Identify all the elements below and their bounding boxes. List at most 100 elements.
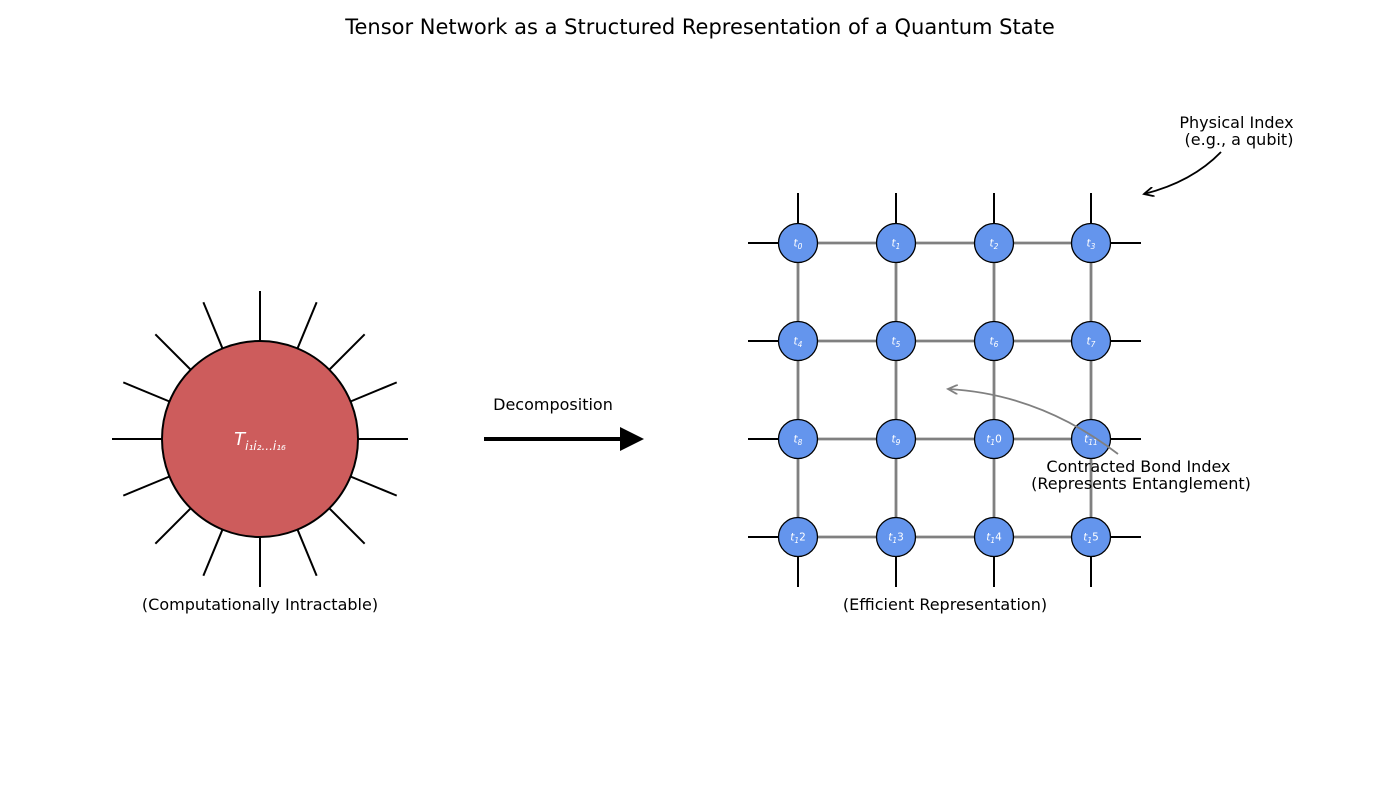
tensor-node-circle bbox=[973, 516, 1015, 558]
tensor-node-circle bbox=[875, 320, 917, 362]
tensor-node-circle bbox=[973, 320, 1015, 362]
big-tensor-leg bbox=[327, 333, 366, 372]
big-tensor-leg bbox=[154, 333, 193, 372]
diagram-title: Tensor Network as a Structured Represent… bbox=[344, 15, 1055, 39]
tensor-node: t6 bbox=[973, 320, 1015, 362]
tensor-node-suffix: 2 bbox=[799, 532, 806, 544]
tensor-node-circle bbox=[1070, 222, 1112, 264]
bond-index-annotation: Contracted Bond Index (Represents Entang… bbox=[1031, 457, 1251, 493]
tensor-node-circle bbox=[1070, 516, 1112, 558]
tensor-node-label: t13 bbox=[888, 532, 904, 546]
tensor-node-label: t0 bbox=[794, 238, 803, 252]
tensor-node-subscript: 1 bbox=[794, 536, 799, 545]
tensor-node-label: t9 bbox=[892, 434, 901, 448]
big-tensor-subscript: i₁i₂...i₁₆ bbox=[245, 439, 286, 453]
tensor-node-symbol: t bbox=[892, 238, 897, 250]
tensor-node-symbol: t bbox=[986, 434, 991, 446]
tensor-node-subscript: 11 bbox=[1088, 438, 1098, 447]
tensor-node: t3 bbox=[1070, 222, 1112, 264]
big-tensor-leg bbox=[327, 506, 366, 545]
big-tensor-leg bbox=[122, 381, 172, 404]
tensor-node-suffix: 3 bbox=[897, 532, 904, 544]
physical-index-arrow bbox=[1144, 151, 1222, 194]
tensor-node-circle bbox=[875, 222, 917, 264]
big-tensor-caption: (Computationally Intractable) bbox=[142, 595, 378, 614]
tensor-node-subscript: 5 bbox=[896, 340, 901, 349]
tensor-node-label: t7 bbox=[1087, 336, 1096, 350]
tensor-node: t5 bbox=[875, 320, 917, 362]
tensor-node-subscript: 1 bbox=[896, 242, 901, 251]
tensor-node-label: t8 bbox=[794, 434, 803, 448]
tensor-node-subscript: 6 bbox=[994, 340, 999, 349]
tensor-node-label: t10 bbox=[986, 434, 1002, 448]
tensor-node-label: t15 bbox=[1083, 532, 1099, 546]
tensor-node-label: t11 bbox=[1084, 434, 1098, 448]
tensor-node: t12 bbox=[777, 516, 819, 558]
big-tensor-leg bbox=[348, 474, 398, 497]
tensor-node-subscript: 3 bbox=[1091, 242, 1096, 251]
bond-index-line1: Contracted Bond Index bbox=[1046, 457, 1230, 476]
tensor-node-circle bbox=[973, 418, 1015, 460]
tensor-node-symbol: t bbox=[990, 238, 995, 250]
tensor-node-label: t4 bbox=[794, 336, 803, 350]
tensor-node: t9 bbox=[875, 418, 917, 460]
physical-index-line1: Physical Index bbox=[1179, 113, 1293, 132]
physical-index-line2: (e.g., a qubit) bbox=[1185, 130, 1294, 149]
big-tensor-leg bbox=[295, 527, 318, 577]
tensor-node-subscript: 1 bbox=[990, 536, 995, 545]
tensor-node-subscript: 9 bbox=[896, 438, 901, 447]
tensor-node-symbol: t bbox=[794, 434, 799, 446]
tensor-node-label: t12 bbox=[790, 532, 806, 546]
tensor-node-label: t1 bbox=[892, 238, 901, 252]
tensor-node-symbol: t bbox=[1084, 434, 1089, 446]
tensor-node-subscript: 1 bbox=[892, 536, 897, 545]
tensor-node-symbol: t bbox=[892, 336, 897, 348]
big-tensor-circle bbox=[161, 340, 359, 538]
tensor-node-symbol: t bbox=[1087, 336, 1092, 348]
tensor-node-subscript: 8 bbox=[798, 438, 803, 447]
big-tensor-symbol: T bbox=[234, 429, 247, 450]
tensor-node: t7 bbox=[1070, 320, 1112, 362]
tensor-node-symbol: t bbox=[986, 532, 991, 544]
tensor-node-symbol: t bbox=[1083, 532, 1088, 544]
network-caption: (Efficient Representation) bbox=[843, 595, 1047, 614]
tensor-node-symbol: t bbox=[990, 336, 995, 348]
tensor-node-suffix: 4 bbox=[995, 532, 1002, 544]
tensor-node-symbol: t bbox=[1087, 238, 1092, 250]
tensor-node-subscript: 7 bbox=[1091, 340, 1096, 349]
tensor-node: t1 bbox=[875, 222, 917, 264]
tensor-node-circle bbox=[1070, 320, 1112, 362]
tensor-node-symbol: t bbox=[892, 434, 897, 446]
bond-index-line2: (Represents Entanglement) bbox=[1031, 474, 1251, 493]
tensor-node: t10 bbox=[973, 418, 1015, 460]
bond-index-arrow bbox=[948, 389, 1119, 455]
tensor-node-circle bbox=[777, 320, 819, 362]
tensor-node-circle bbox=[777, 222, 819, 264]
big-tensor-leg bbox=[202, 301, 225, 351]
tensor-node: t8 bbox=[777, 418, 819, 460]
tensor-node-subscript: 4 bbox=[798, 340, 803, 349]
tensor-node-subscript: 2 bbox=[994, 242, 999, 251]
tensor-node-subscript: 0 bbox=[798, 242, 803, 251]
tensor-node: t11 bbox=[1070, 418, 1112, 460]
tensor-node-suffix: 0 bbox=[995, 434, 1002, 446]
big-tensor-label: Ti₁i₂...i₁₆ bbox=[234, 429, 286, 453]
tensor-node-label: t6 bbox=[990, 336, 999, 350]
tensor-node: t14 bbox=[973, 516, 1015, 558]
tensor-node-circle bbox=[875, 418, 917, 460]
big-tensor-leg bbox=[122, 474, 172, 497]
tensor-node-symbol: t bbox=[790, 532, 795, 544]
tensor-node-label: t14 bbox=[986, 532, 1002, 546]
big-tensor-leg bbox=[202, 527, 225, 577]
tensor-node: t2 bbox=[973, 222, 1015, 264]
big-tensor-leg bbox=[295, 301, 318, 351]
decomposition-label: Decomposition bbox=[493, 395, 613, 414]
big-tensor-legs bbox=[112, 291, 408, 587]
tensor-node-suffix: 5 bbox=[1092, 532, 1099, 544]
tensor-node-symbol: t bbox=[794, 238, 799, 250]
tensor-node-symbol: t bbox=[794, 336, 799, 348]
tensor-node: t13 bbox=[875, 516, 917, 558]
tensor-node-circle bbox=[777, 516, 819, 558]
